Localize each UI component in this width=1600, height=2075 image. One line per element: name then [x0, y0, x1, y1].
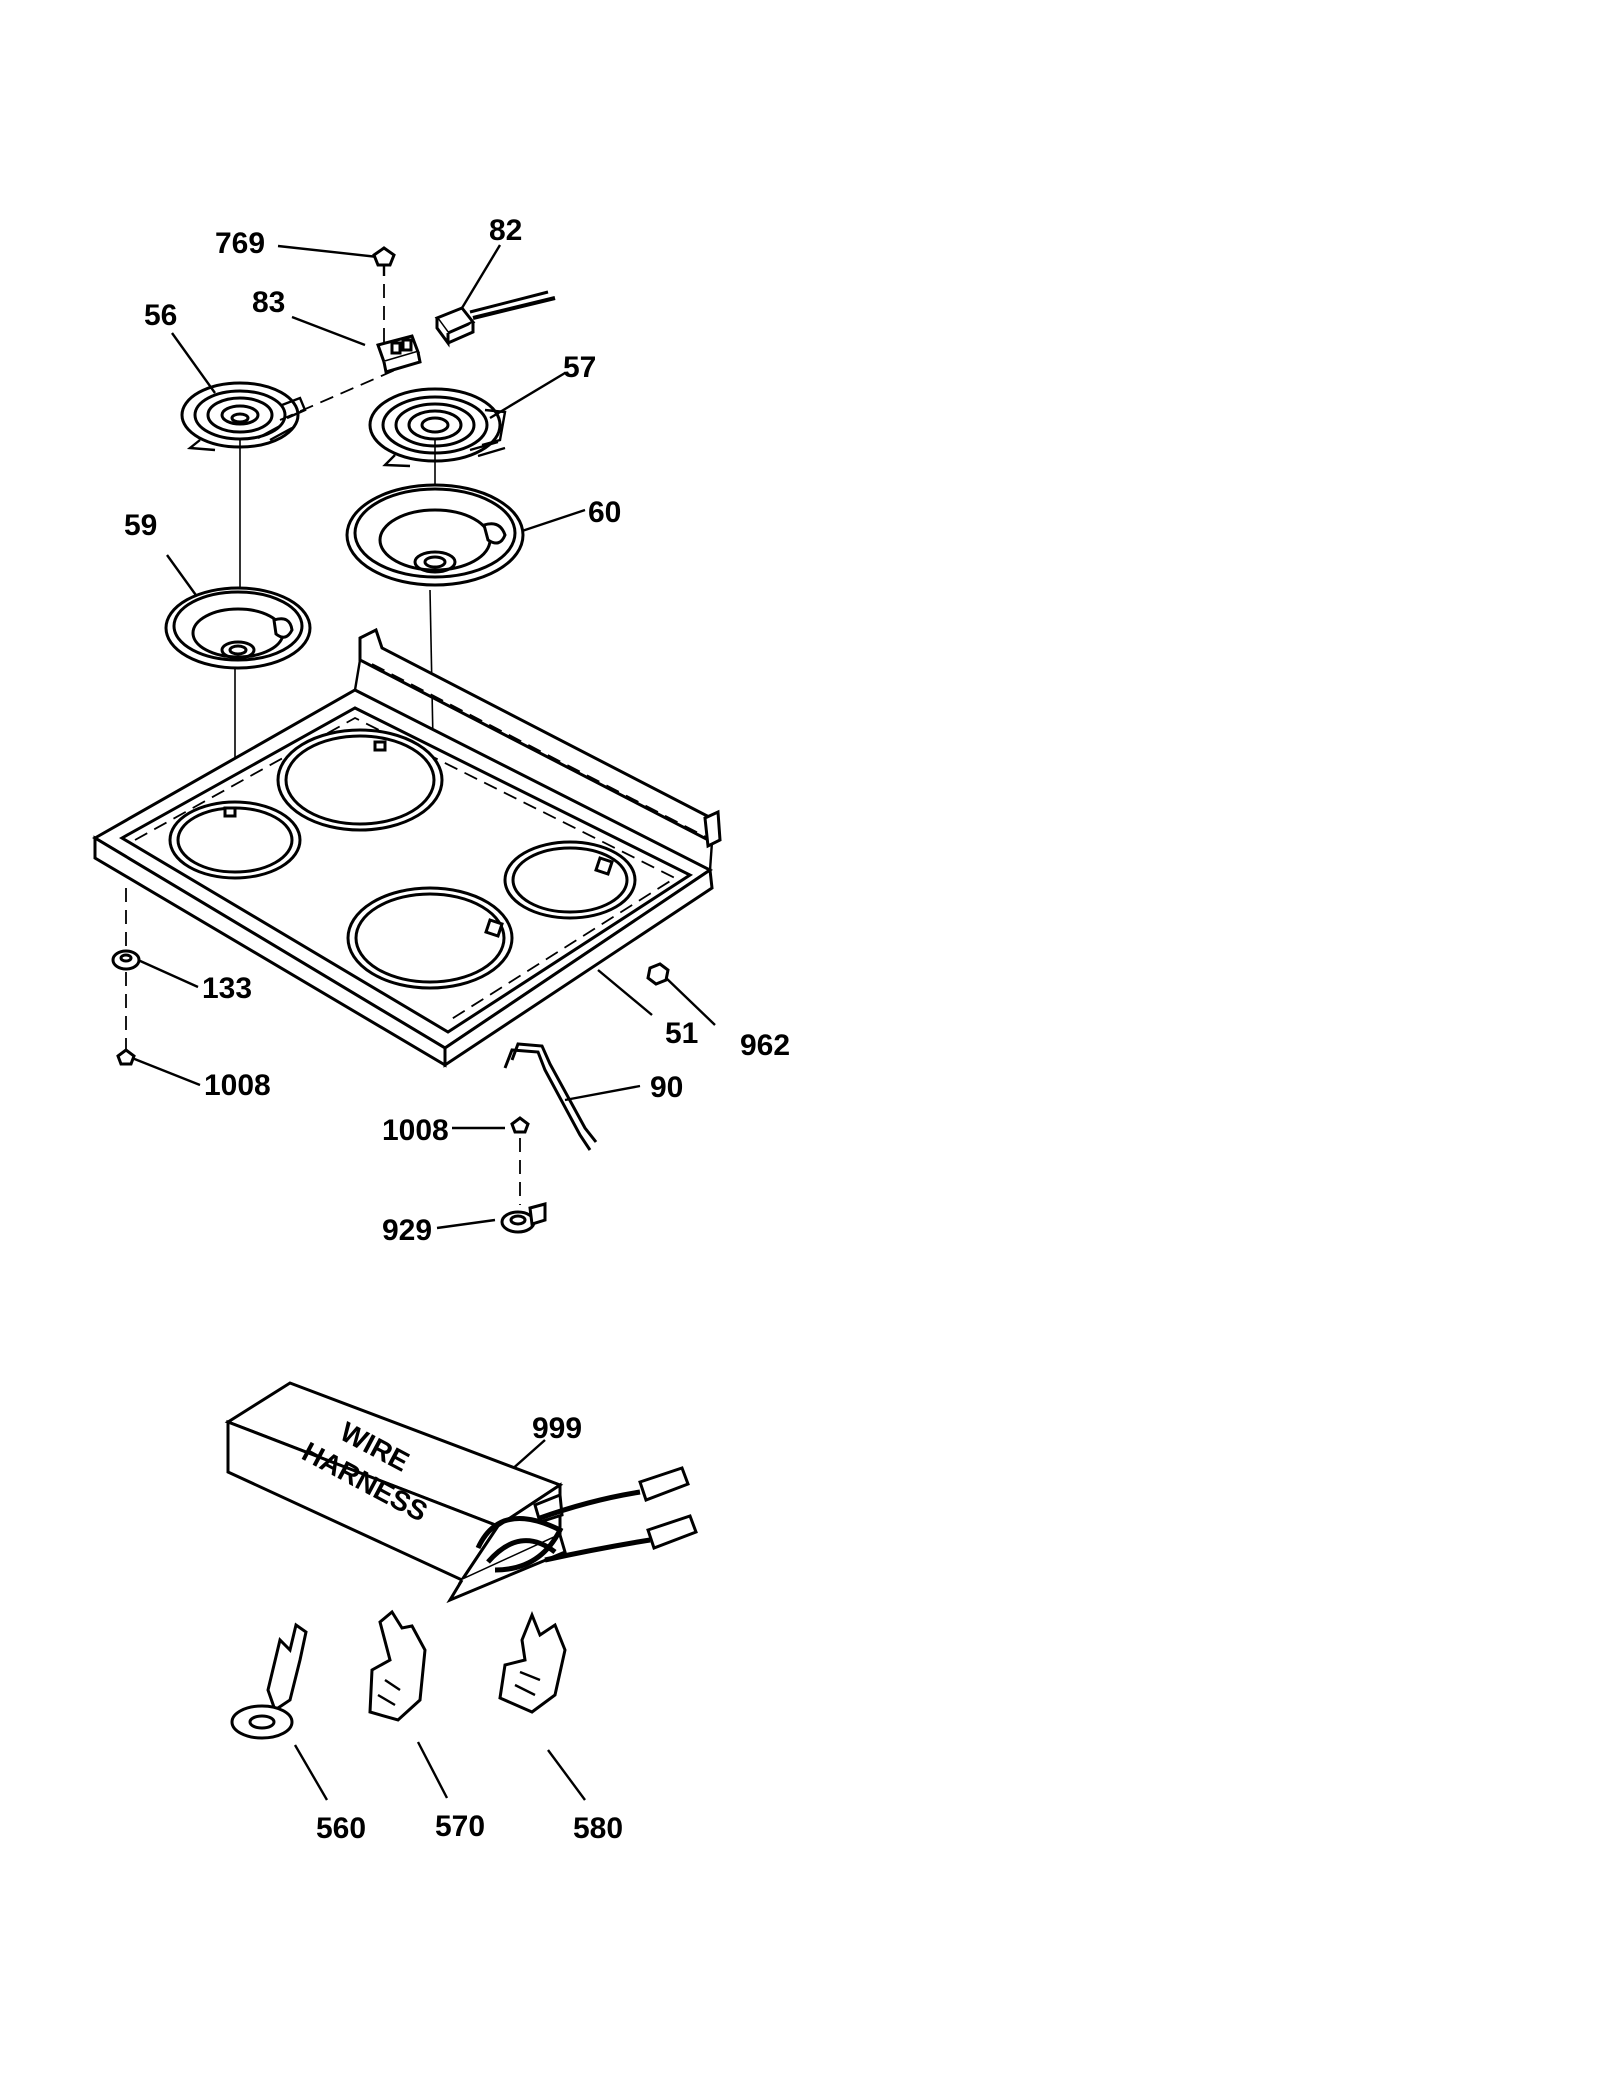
label-90: 90 — [650, 1071, 683, 1104]
label-51: 51 — [665, 1017, 698, 1050]
callout-labels: 769 82 83 56 57 59 60 133 1008 51 962 90… — [124, 214, 790, 1845]
drip-pan-59 — [164, 586, 312, 670]
nut-962 — [646, 962, 670, 986]
screw-1008-left — [116, 1048, 136, 1066]
screw-769 — [372, 246, 396, 276]
clip-929 — [500, 1202, 547, 1234]
label-1008-left: 1008 — [204, 1069, 271, 1102]
ring-terminal-560 — [230, 1622, 308, 1740]
label-570: 570 — [435, 1810, 485, 1843]
label-57: 57 — [563, 351, 596, 384]
label-560: 560 — [316, 1812, 366, 1845]
grommet-133 — [111, 949, 141, 971]
label-999: 999 — [532, 1412, 582, 1445]
label-59: 59 — [124, 509, 157, 542]
wire-harness-box-999: WIRE HARNESS — [224, 1381, 698, 1604]
label-962: 962 — [740, 1029, 790, 1062]
label-1008-right: 1008 — [382, 1114, 449, 1147]
rod-90 — [503, 1042, 598, 1151]
surface-element-57 — [368, 387, 507, 468]
label-83: 83 — [252, 286, 285, 319]
label-769: 769 — [215, 227, 265, 260]
leader-lines — [131, 244, 716, 1801]
label-133: 133 — [202, 972, 252, 1005]
cooktop-51 — [92, 627, 722, 1068]
label-82: 82 — [489, 214, 522, 247]
label-56: 56 — [144, 299, 177, 332]
label-929: 929 — [382, 1214, 432, 1247]
surface-element-56 — [180, 381, 307, 452]
label-60: 60 — [588, 496, 621, 529]
terminal-block-83 — [376, 334, 422, 374]
female-terminal-580 — [498, 1610, 567, 1714]
spade-terminal-570 — [368, 1609, 427, 1722]
label-580: 580 — [573, 1812, 623, 1845]
screw-1008-right — [510, 1116, 530, 1134]
connector-82 — [434, 290, 556, 348]
drip-pan-60 — [345, 483, 525, 587]
